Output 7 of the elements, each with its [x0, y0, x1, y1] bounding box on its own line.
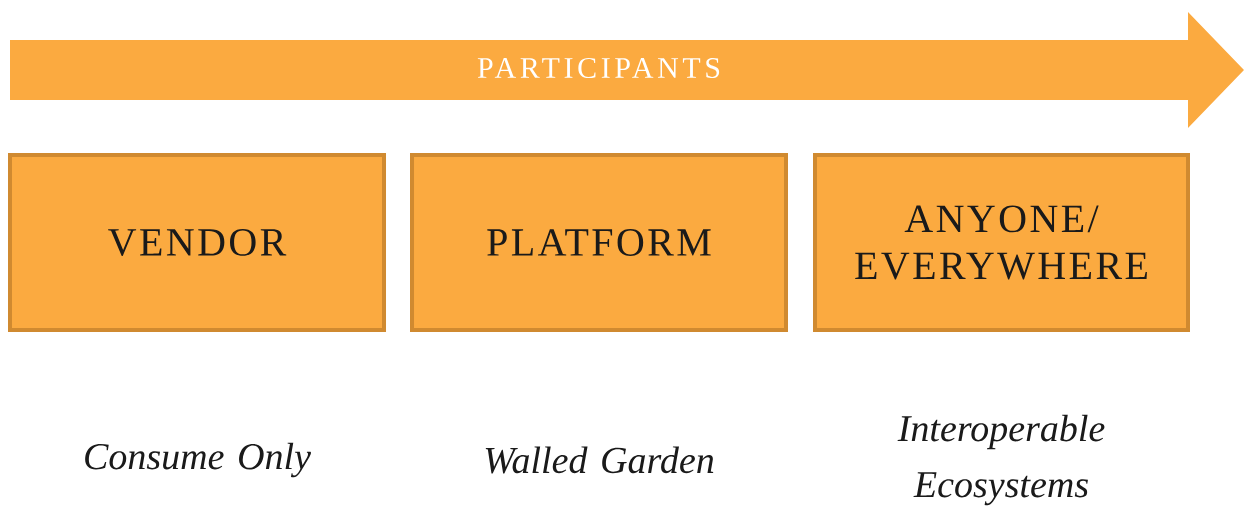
process-box: VENDOR: [8, 153, 386, 332]
process-box: ANYONE/ EVERYWHERE: [813, 153, 1190, 332]
node-label: Walled Garden: [485, 446, 714, 474]
node-label: Interoperable Ecosystems: [897, 414, 1105, 506]
arrow-banner: PARTICIPANTS: [10, 12, 1244, 128]
node-label: Consume Only: [85, 442, 311, 478]
process-box: PLATFORM: [410, 153, 788, 332]
